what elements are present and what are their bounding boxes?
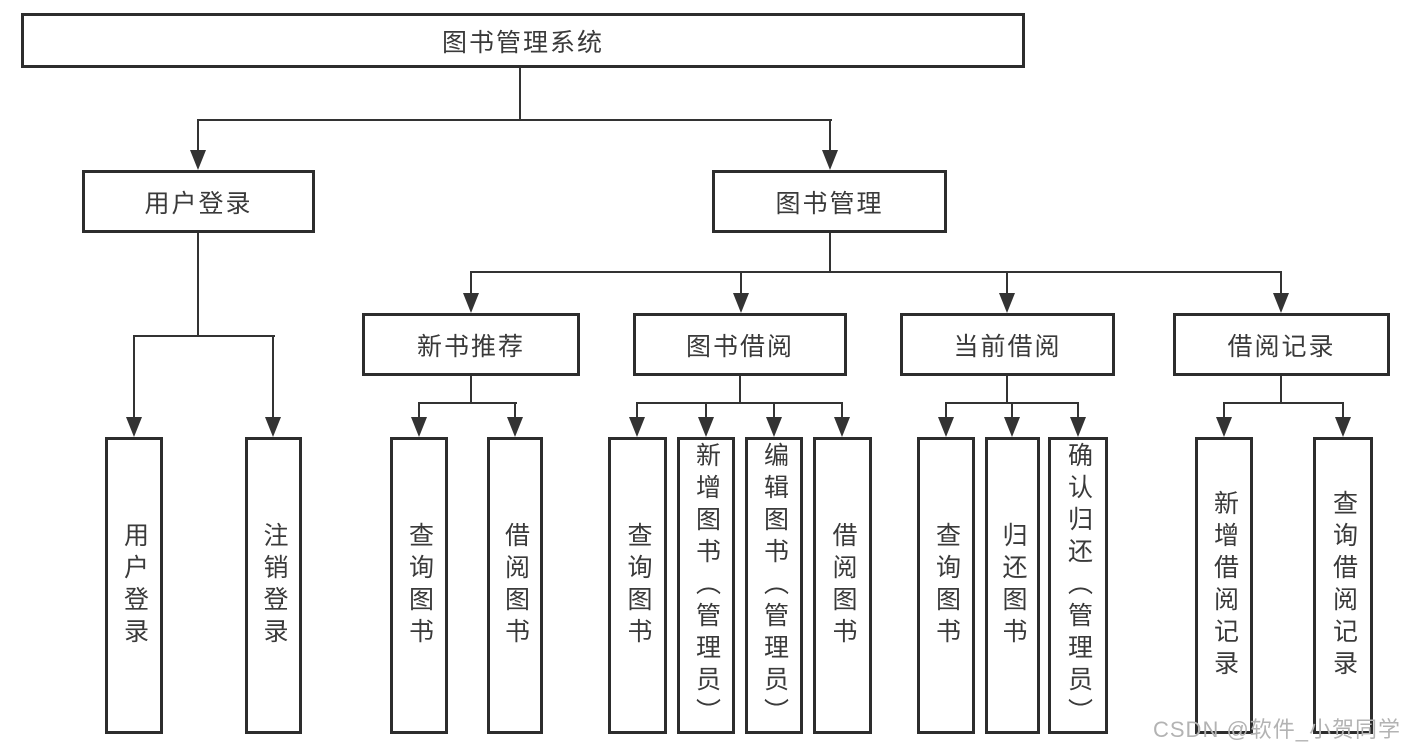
connector-line (514, 402, 516, 419)
arrow-down-icon (507, 417, 523, 437)
node-edit-books-admin: 编辑图书（管理员） (745, 437, 803, 734)
connector-line (636, 402, 843, 404)
connector-line (1006, 271, 1008, 297)
arrow-down-icon (1216, 417, 1232, 437)
node-user-login: 用户登录 (82, 170, 315, 233)
connector-line (705, 402, 707, 419)
connector-line (1223, 402, 1344, 404)
arrow-down-icon (1273, 293, 1289, 313)
arrow-down-icon (190, 150, 206, 170)
connector-line (740, 271, 742, 297)
arrow-down-icon (822, 150, 838, 170)
connector-line (418, 402, 420, 419)
arrow-down-icon (411, 417, 427, 437)
connector-line (1280, 271, 1282, 297)
arrow-down-icon (733, 293, 749, 313)
node-book-management: 图书管理 (712, 170, 947, 233)
node-current-borrow: 当前借阅 (900, 313, 1115, 376)
arrow-down-icon (1070, 417, 1086, 437)
connector-line (197, 119, 199, 153)
node-query-books-current: 查询图书 (917, 437, 975, 734)
connector-line (739, 376, 741, 404)
arrow-down-icon (1335, 417, 1351, 437)
connector-line (133, 335, 135, 419)
arrow-down-icon (938, 417, 954, 437)
node-query-books-borrow: 查询图书 (608, 437, 667, 734)
arrow-down-icon (834, 417, 850, 437)
connector-line (945, 402, 947, 419)
arrow-down-icon (629, 417, 645, 437)
arrow-down-icon (999, 293, 1015, 313)
connector-line (1223, 402, 1225, 419)
node-return-books: 归还图书 (985, 437, 1040, 734)
connector-line (1011, 402, 1013, 419)
node-logout: 注销登录 (245, 437, 302, 734)
arrow-down-icon (1004, 417, 1020, 437)
connector-line (1280, 376, 1282, 404)
connector-line (519, 68, 521, 121)
connector-line (133, 335, 275, 337)
connector-line (418, 402, 517, 404)
node-root: 图书管理系统 (21, 13, 1025, 68)
connector-line (773, 402, 775, 419)
node-book-borrow: 图书借阅 (633, 313, 847, 376)
connector-line (841, 402, 843, 419)
connector-line (197, 233, 199, 337)
connector-line (829, 233, 831, 273)
connector-line (470, 376, 472, 404)
watermark: CSDN @软件_小贺同学 (1153, 717, 1402, 742)
connector-line (470, 271, 1282, 273)
connector-line (829, 119, 831, 153)
node-borrow-records: 借阅记录 (1173, 313, 1390, 376)
node-add-borrow-record: 新增借阅记录 (1195, 437, 1253, 734)
node-query-borrow-record: 查询借阅记录 (1313, 437, 1373, 734)
arrow-down-icon (126, 417, 142, 437)
node-confirm-return-admin: 确认归还（管理员） (1048, 437, 1108, 734)
node-new-book-recommend: 新书推荐 (362, 313, 580, 376)
node-query-books-recommend: 查询图书 (390, 437, 448, 734)
connector-line (1342, 402, 1344, 419)
node-borrow-books-recommend: 借阅图书 (487, 437, 543, 734)
connector-line (272, 335, 274, 419)
arrow-down-icon (698, 417, 714, 437)
arrow-down-icon (265, 417, 281, 437)
connector-line (197, 119, 832, 121)
arrow-down-icon (463, 293, 479, 313)
arrow-down-icon (766, 417, 782, 437)
connector-line (1077, 402, 1079, 419)
node-borrow-books-borrow: 借阅图书 (813, 437, 872, 734)
node-user-login-leaf: 用户登录 (105, 437, 163, 734)
node-add-books-admin: 新增图书（管理员） (677, 437, 735, 734)
connector-line (636, 402, 638, 419)
connector-line (1006, 376, 1008, 404)
connector-line (470, 271, 472, 297)
